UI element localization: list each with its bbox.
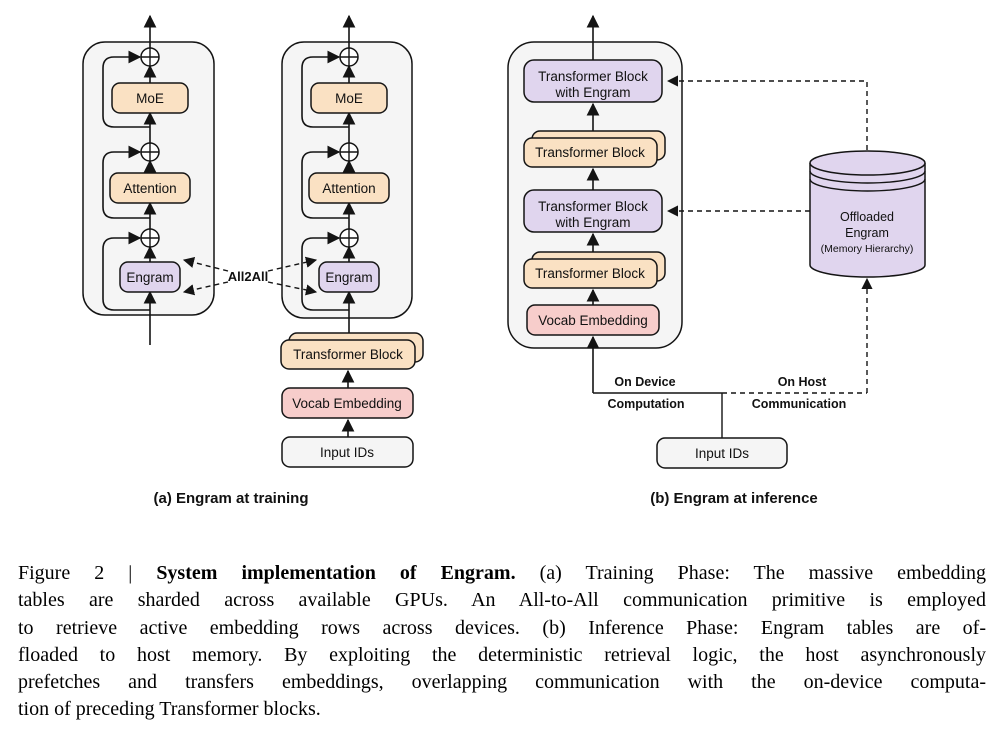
engram-box [318,261,380,293]
tb-with-engram-label-line1: Transformer Block [538,199,648,214]
caption-line: floaded to host memory. By exploiting th… [18,643,986,666]
diagram-b-caption: (b) Engram at inference [650,490,818,507]
cylinder-disk-line [809,170,926,184]
tb-with-engram-label-line1: Transformer Block [538,69,648,84]
residual-add-icon [339,228,359,248]
tb-with-engram-box-top [523,59,663,103]
all2all-arrow [267,281,318,296]
engram-label: Engram [126,270,173,285]
transformer-block-box [523,258,658,289]
tb-with-engram-label-line2: with Engram [554,215,630,230]
attention-box [109,172,191,204]
diagram-a-caption: (a) Engram at training [153,490,308,507]
figure-2-diagram: MoE Attention Engram [82,14,926,507]
cylinder-label-line3: (Memory Hierarchy) [821,243,914,255]
cylinder-label-line1: Offloaded [840,210,894,224]
input-ids-label: Input IDs [695,446,749,461]
all2all-group: All2All [182,256,318,296]
diagram-a-input-chain: Transformer Block Vocab Embedding Input … [280,332,424,468]
input-ids-box [281,436,414,468]
attention-label: Attention [123,181,176,196]
residual-skip-arrow [301,231,349,311]
residual-add-icon [339,47,359,67]
on-host-label-line1: On Host [778,375,827,389]
residual-skip-arrow [301,50,349,128]
on-device-label-line2: Computation [607,397,684,411]
engram-box [119,261,181,293]
caption-line: prefetches and transfers embeddings, ove… [18,671,986,694]
input-ids-label: Input IDs [320,445,374,460]
input-ids-box [656,437,788,469]
residual-skip-arrow [102,145,150,219]
vocab-embedding-box [526,304,660,336]
vocab-embedding-label: Vocab Embedding [292,396,402,411]
all2all-arrow [182,257,229,272]
caption-line: tion of preceding Transformer blocks. [18,698,321,721]
engram-label: Engram [325,270,372,285]
residual-add-icon [339,142,359,162]
diagram-b-stack: Transformer Block with Engram Transforme… [507,14,683,393]
moe-label: MoE [335,91,363,106]
caption-title: System implementation of Engram. [156,562,516,584]
tb-with-engram-label-line2: with Engram [554,85,630,100]
offloaded-engram-database-icon: Offloaded Engram (Memory Hierarchy) [809,150,926,278]
tb-with-engram-box-mid [523,189,663,233]
on-host-label-line2: Communication [752,397,846,411]
residual-add-icon [140,228,160,248]
residual-skip-arrow [301,145,349,219]
moe-box [111,82,189,114]
caption-line: tables are sharded across available GPUs… [18,589,986,612]
residual-add-icon [140,142,160,162]
transformer-block-box [523,137,658,168]
diagram-a-left-block: MoE Attention Engram [82,14,215,345]
caption-line: Figure 2 | System implementation of Engr… [18,560,986,587]
residual-skip-arrow [102,50,150,128]
figure-caption: Figure 2 | System implementation of Engr… [18,560,986,724]
cylinder-label-line2: Engram [845,226,889,240]
moe-label: MoE [136,91,164,106]
attention-box [308,172,390,204]
caption-figure-number: Figure 2 | [18,562,157,584]
transformer-block-label: Transformer Block [293,347,403,362]
vocab-embedding-box [281,387,414,419]
host-prefetch-arrow-top [666,75,868,150]
vocab-embedding-label: Vocab Embedding [538,313,648,328]
residual-add-icon [140,47,160,67]
on-device-label-line1: On Device [614,375,675,389]
caption-text: (a) Training Phase: The massive embeddin… [515,562,987,584]
diagram-a-right-block: MoE Attention Engram [281,14,413,334]
residual-skip-arrow [102,231,150,311]
cylinder-top [809,150,926,176]
transformer-block-label: Transformer Block [535,266,645,281]
all2all-arrow [182,281,229,296]
cylinder-body [809,163,926,278]
moe-box [310,82,388,114]
transformer-block-label: Transformer Block [535,145,645,160]
all2all-label: All2All [228,269,268,284]
attention-label: Attention [322,181,375,196]
cylinder-disk-line [809,178,926,192]
transformer-block-box [280,339,416,370]
caption-line: to retrieve active embedding rows across… [18,616,986,639]
diagram-b-input-wiring: Input IDs On Device Computation On Host … [593,375,846,469]
